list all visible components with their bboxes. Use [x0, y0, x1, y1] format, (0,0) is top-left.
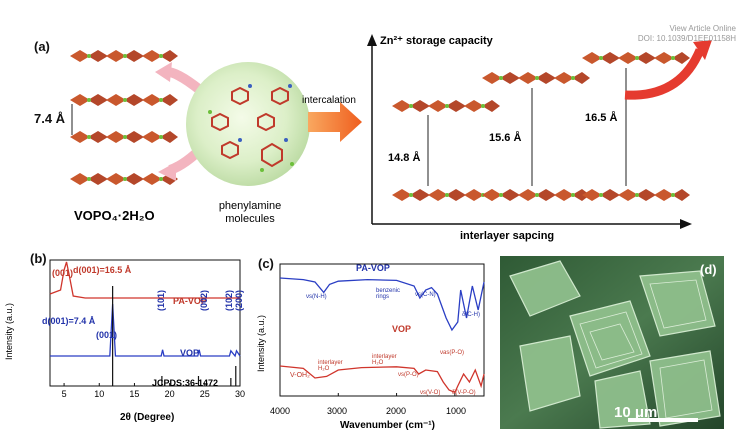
panel-c-label: (c) — [258, 256, 274, 271]
ann-ch: δ(C-H) — [462, 312, 480, 318]
panel-b-label: (b) — [30, 251, 47, 266]
doi-text: DOI: 10.1039/D1EE01158H — [637, 34, 736, 43]
peak-002: (002) — [199, 289, 209, 311]
ann-cn: νs(C-N) — [415, 292, 436, 298]
phenylamine-icons — [208, 84, 294, 172]
ftir-series-1 — [279, 365, 485, 394]
capacity-axis-label: Zn²⁺ storage capacity — [380, 35, 493, 47]
xrd-series-1 — [50, 303, 241, 358]
xrd-frame — [49, 259, 241, 387]
view-article-link[interactable]: View Article Online — [669, 24, 736, 33]
spacing-axis-label: interlayer sapcing — [460, 230, 555, 242]
xrd-tick-label: 30 — [235, 389, 245, 399]
xrd-plot: 5 10 15 20 25 30 — [49, 259, 245, 399]
ann-h2o-2: interlayer H₂O — [372, 354, 397, 366]
molecules-label-2: molecules — [225, 213, 275, 225]
peak-vop-001: (001) — [96, 330, 118, 340]
ftir-tick-2000: 2000 — [386, 406, 407, 416]
ftir-series-0 — [279, 277, 485, 332]
d-pa-label: d(001)=16.5 Å — [73, 265, 132, 275]
ann-vo: νs(V-O) — [420, 390, 441, 396]
ann-benzenic: benzenic rings — [376, 288, 401, 300]
xrd-tick-label: 15 — [129, 389, 139, 399]
xrd-tick-label: 20 — [165, 389, 175, 399]
spacing-16-5: 16.5 Å — [585, 112, 618, 124]
ftir-tick-1000: 1000 — [446, 406, 467, 416]
peak-101: (101) — [156, 289, 166, 311]
ftir-tick-3000: 3000 — [327, 406, 348, 416]
intercalation-arrow — [308, 102, 362, 142]
panel-b-ylabel: Intensity (a.u.) — [4, 302, 14, 360]
series-pa-vop-ftir: PA-VOP — [356, 263, 390, 273]
series-vop-label: VOP — [180, 348, 200, 358]
spacing-left-label: 7.4 Å — [34, 111, 66, 126]
xrd-tick-label: 5 — [62, 389, 67, 399]
panel-d-label: (d) — [700, 262, 717, 277]
red-trend-arrow — [624, 48, 705, 100]
ftir-plot — [279, 263, 485, 397]
ann-voh2: V-OH₂ — [290, 372, 310, 379]
ann-nh: νs(N-H) — [306, 294, 327, 300]
panel-c-ylabel: Intensity (a.u.) — [256, 314, 266, 372]
compound-label: VOPO₄·2H₂O — [74, 208, 155, 223]
panel-a-label: (a) — [34, 39, 50, 54]
sem-image — [500, 256, 724, 429]
spacing-14-8: 14.8 Å — [388, 152, 421, 164]
peak-102: (102) — [224, 289, 234, 311]
series-pa-label: PA-VOP — [173, 296, 207, 306]
panel-b-xlabel: 2θ (Degree) — [120, 412, 175, 423]
ftir-frame — [279, 263, 485, 397]
intercalated-layers — [392, 52, 690, 201]
d-vop-label: d(001)=7.4 Å — [42, 316, 96, 326]
panel-a-schematic — [70, 34, 712, 229]
ann-po-s: νs(P-O) — [398, 372, 419, 378]
scale-bar-label: 10 μm — [614, 404, 658, 421]
xrd-tick-label: 25 — [200, 389, 210, 399]
series-vop-ftir: VOP — [392, 324, 412, 334]
jcpds-label: JCPDS:36-1472 — [152, 378, 219, 388]
spacing-15-6: 15.6 Å — [489, 132, 522, 144]
ann-po-as: νas(P-O) — [440, 350, 464, 356]
molecule-sphere — [186, 62, 310, 186]
xrd-series-0 — [49, 261, 240, 299]
ftir-tick-4000: 4000 — [270, 406, 291, 416]
peak-pa-001: (001) — [52, 268, 74, 278]
ann-h2o-1: interlayer H₂O — [318, 360, 343, 372]
intercalation-label: intercalation — [302, 95, 356, 106]
peak-200: (200) — [234, 289, 244, 311]
panel-c-xlabel: Wavenumber (cm⁻¹) — [340, 420, 435, 431]
xrd-tick-label: 10 — [94, 389, 104, 399]
ann-vpo: δ(V-P-O) — [452, 390, 476, 396]
scale-bar — [628, 418, 698, 422]
molecules-label-1: phenylamine — [218, 200, 282, 212]
